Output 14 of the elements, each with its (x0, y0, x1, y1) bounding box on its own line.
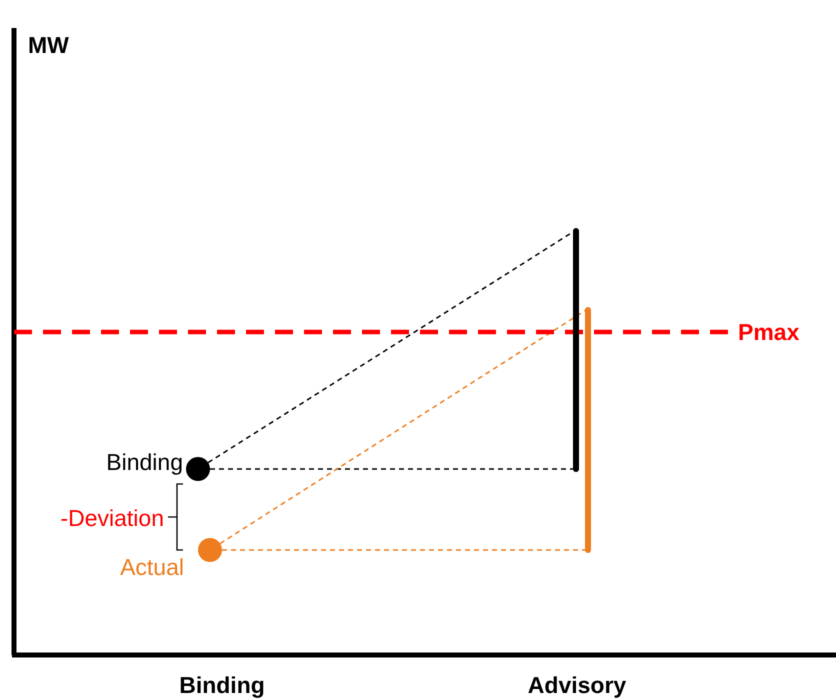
binding-dot (186, 457, 210, 481)
axis-label: Binding (179, 672, 265, 698)
dashed-line (220, 309, 586, 544)
actual-range-bar (585, 307, 591, 553)
bracket-label: -Deviation (60, 505, 164, 531)
line-label: Pmax (738, 318, 818, 346)
binding-range-bar (573, 228, 579, 472)
axis-label: Advisory (528, 672, 626, 698)
axis-title: MW (28, 32, 69, 58)
actual-dot (198, 538, 222, 562)
point-label: Binding (106, 449, 183, 475)
dashed-line (222, 549, 585, 551)
dashed-line (210, 468, 573, 470)
point-label: Actual (120, 554, 184, 580)
